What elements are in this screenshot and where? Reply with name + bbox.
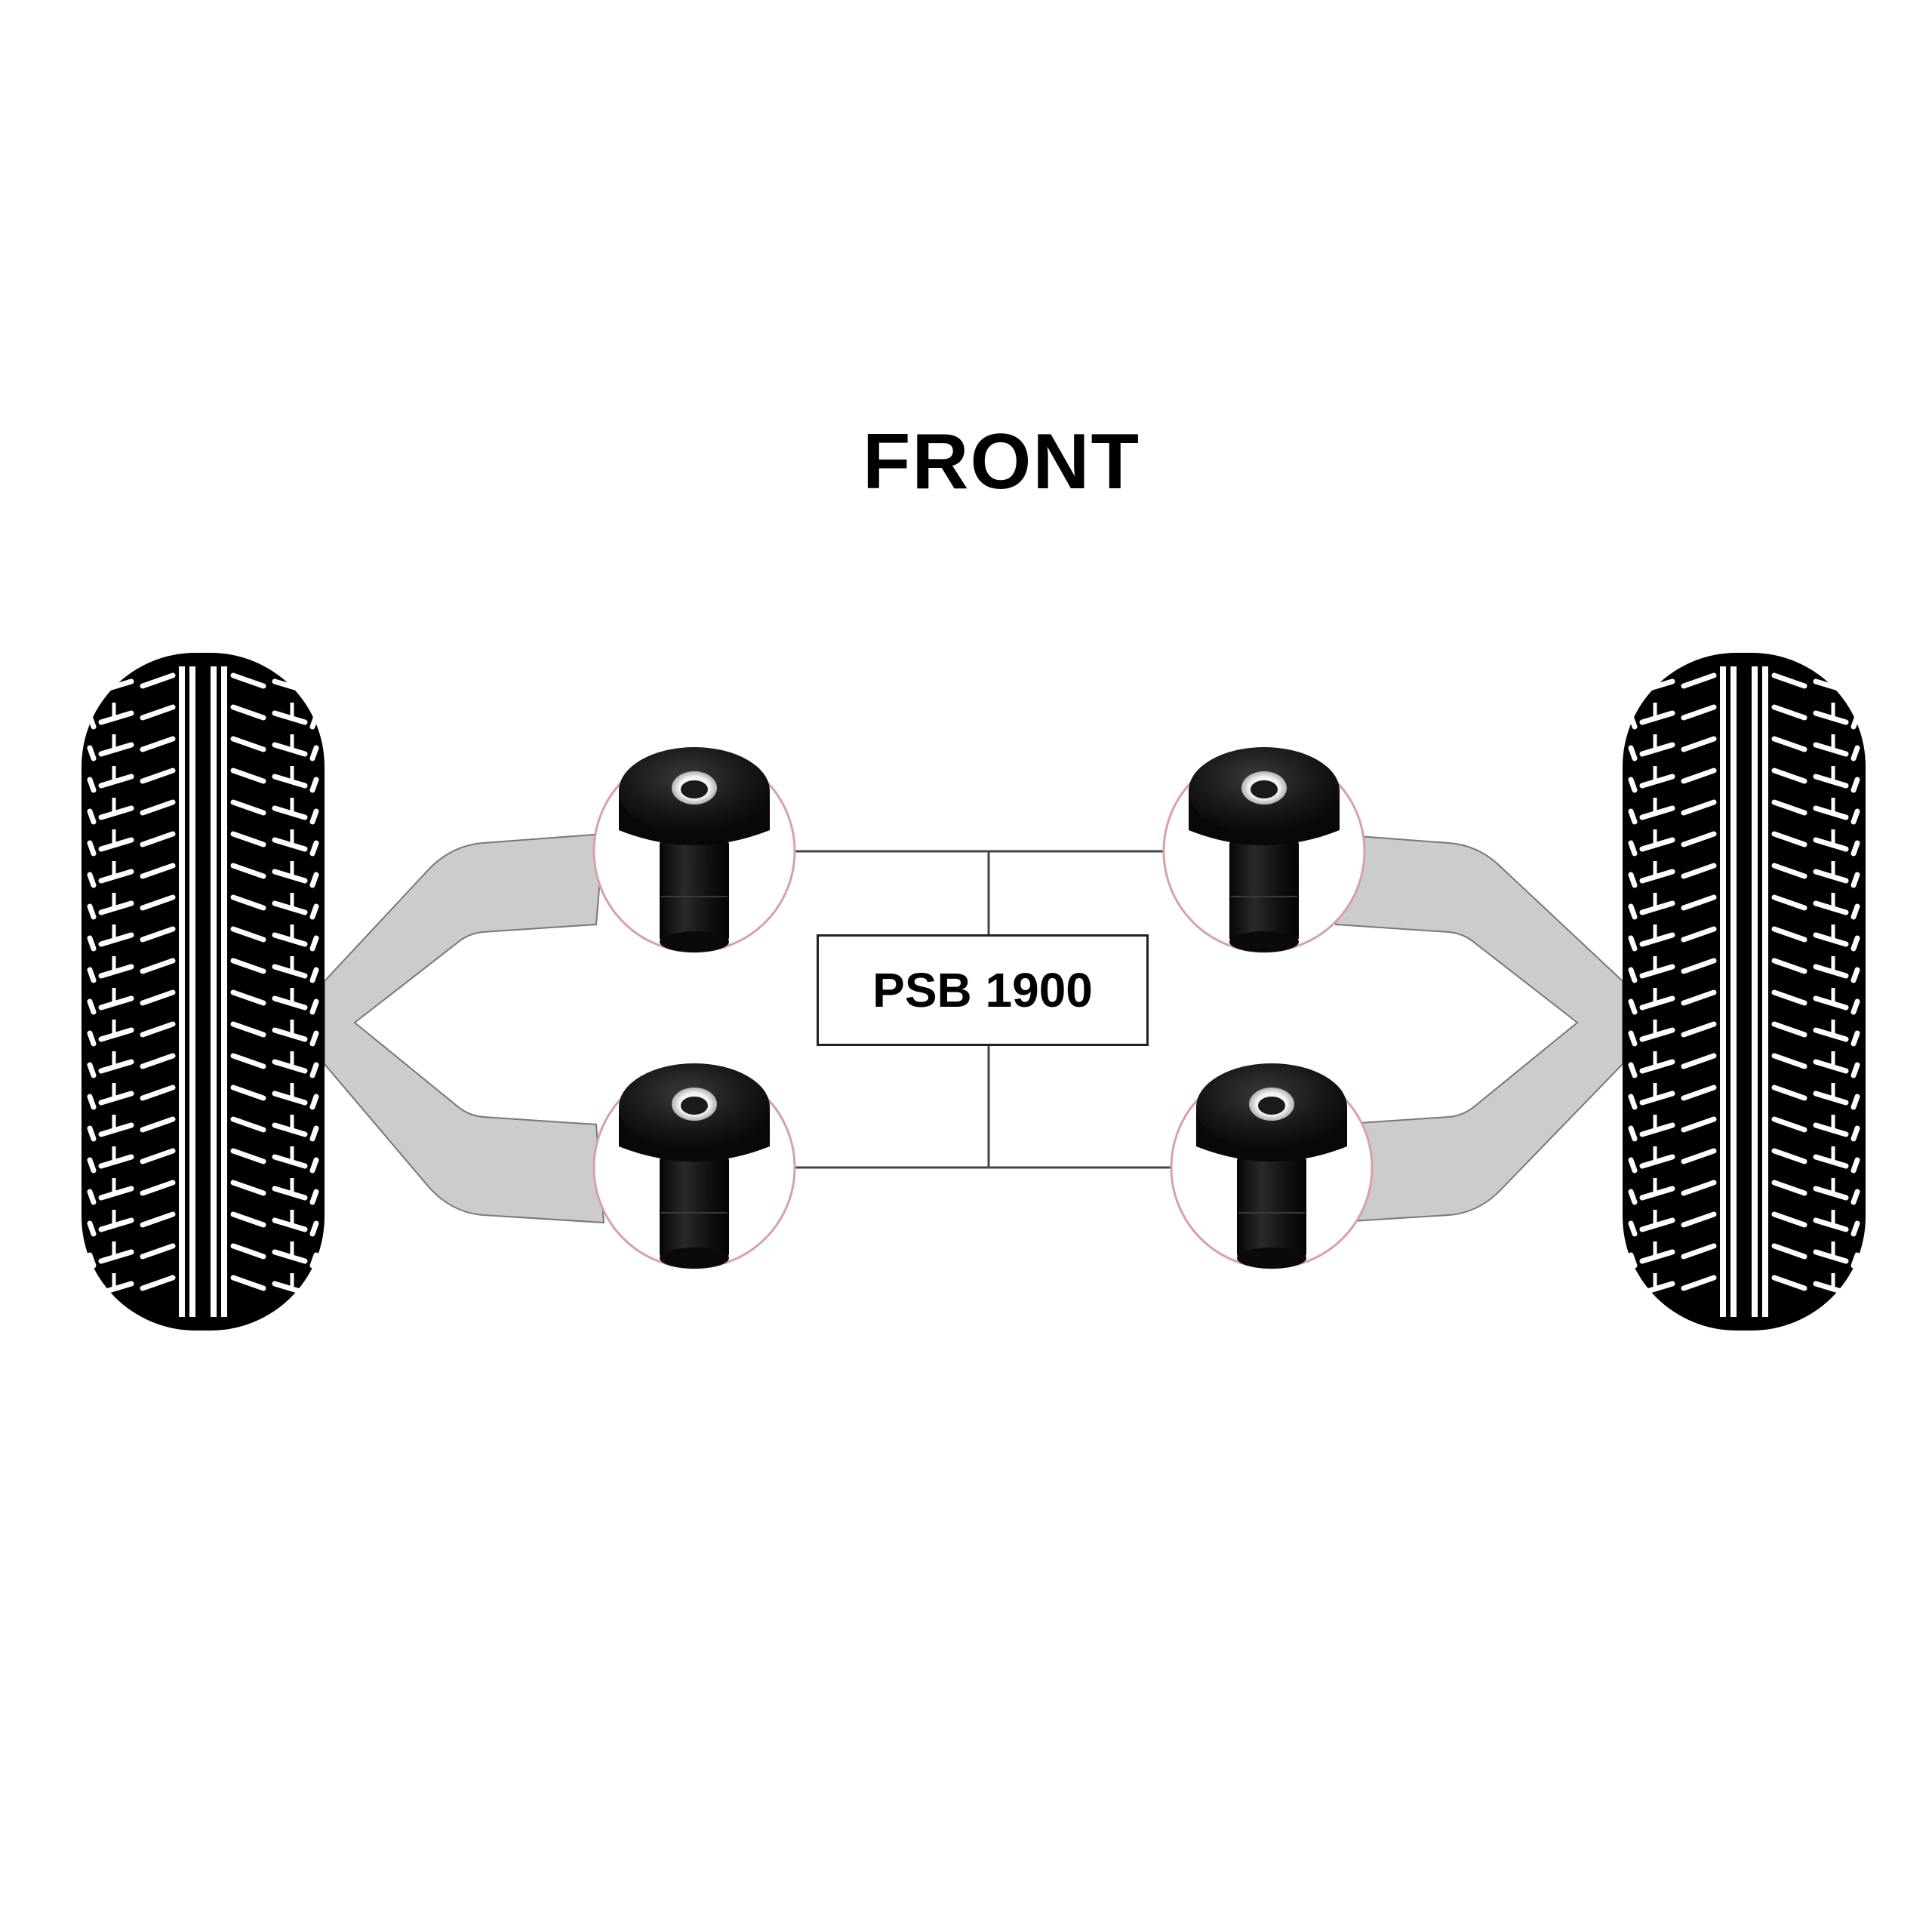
left-tyre-icon — [82, 653, 325, 1331]
front-heading: FRONT — [862, 418, 1141, 506]
right-wishbone-arm — [1327, 832, 1623, 1224]
bushing-front-left-icon — [592, 747, 796, 953]
right-tyre-icon — [1623, 653, 1866, 1331]
part-number-label: PSB 1900 — [817, 934, 1149, 1046]
bushing-front-right-icon — [1162, 747, 1366, 953]
bushing-rear-right-icon — [1170, 1063, 1374, 1269]
bushing-rear-left-icon — [592, 1063, 796, 1269]
left-wishbone-arm — [324, 832, 605, 1224]
